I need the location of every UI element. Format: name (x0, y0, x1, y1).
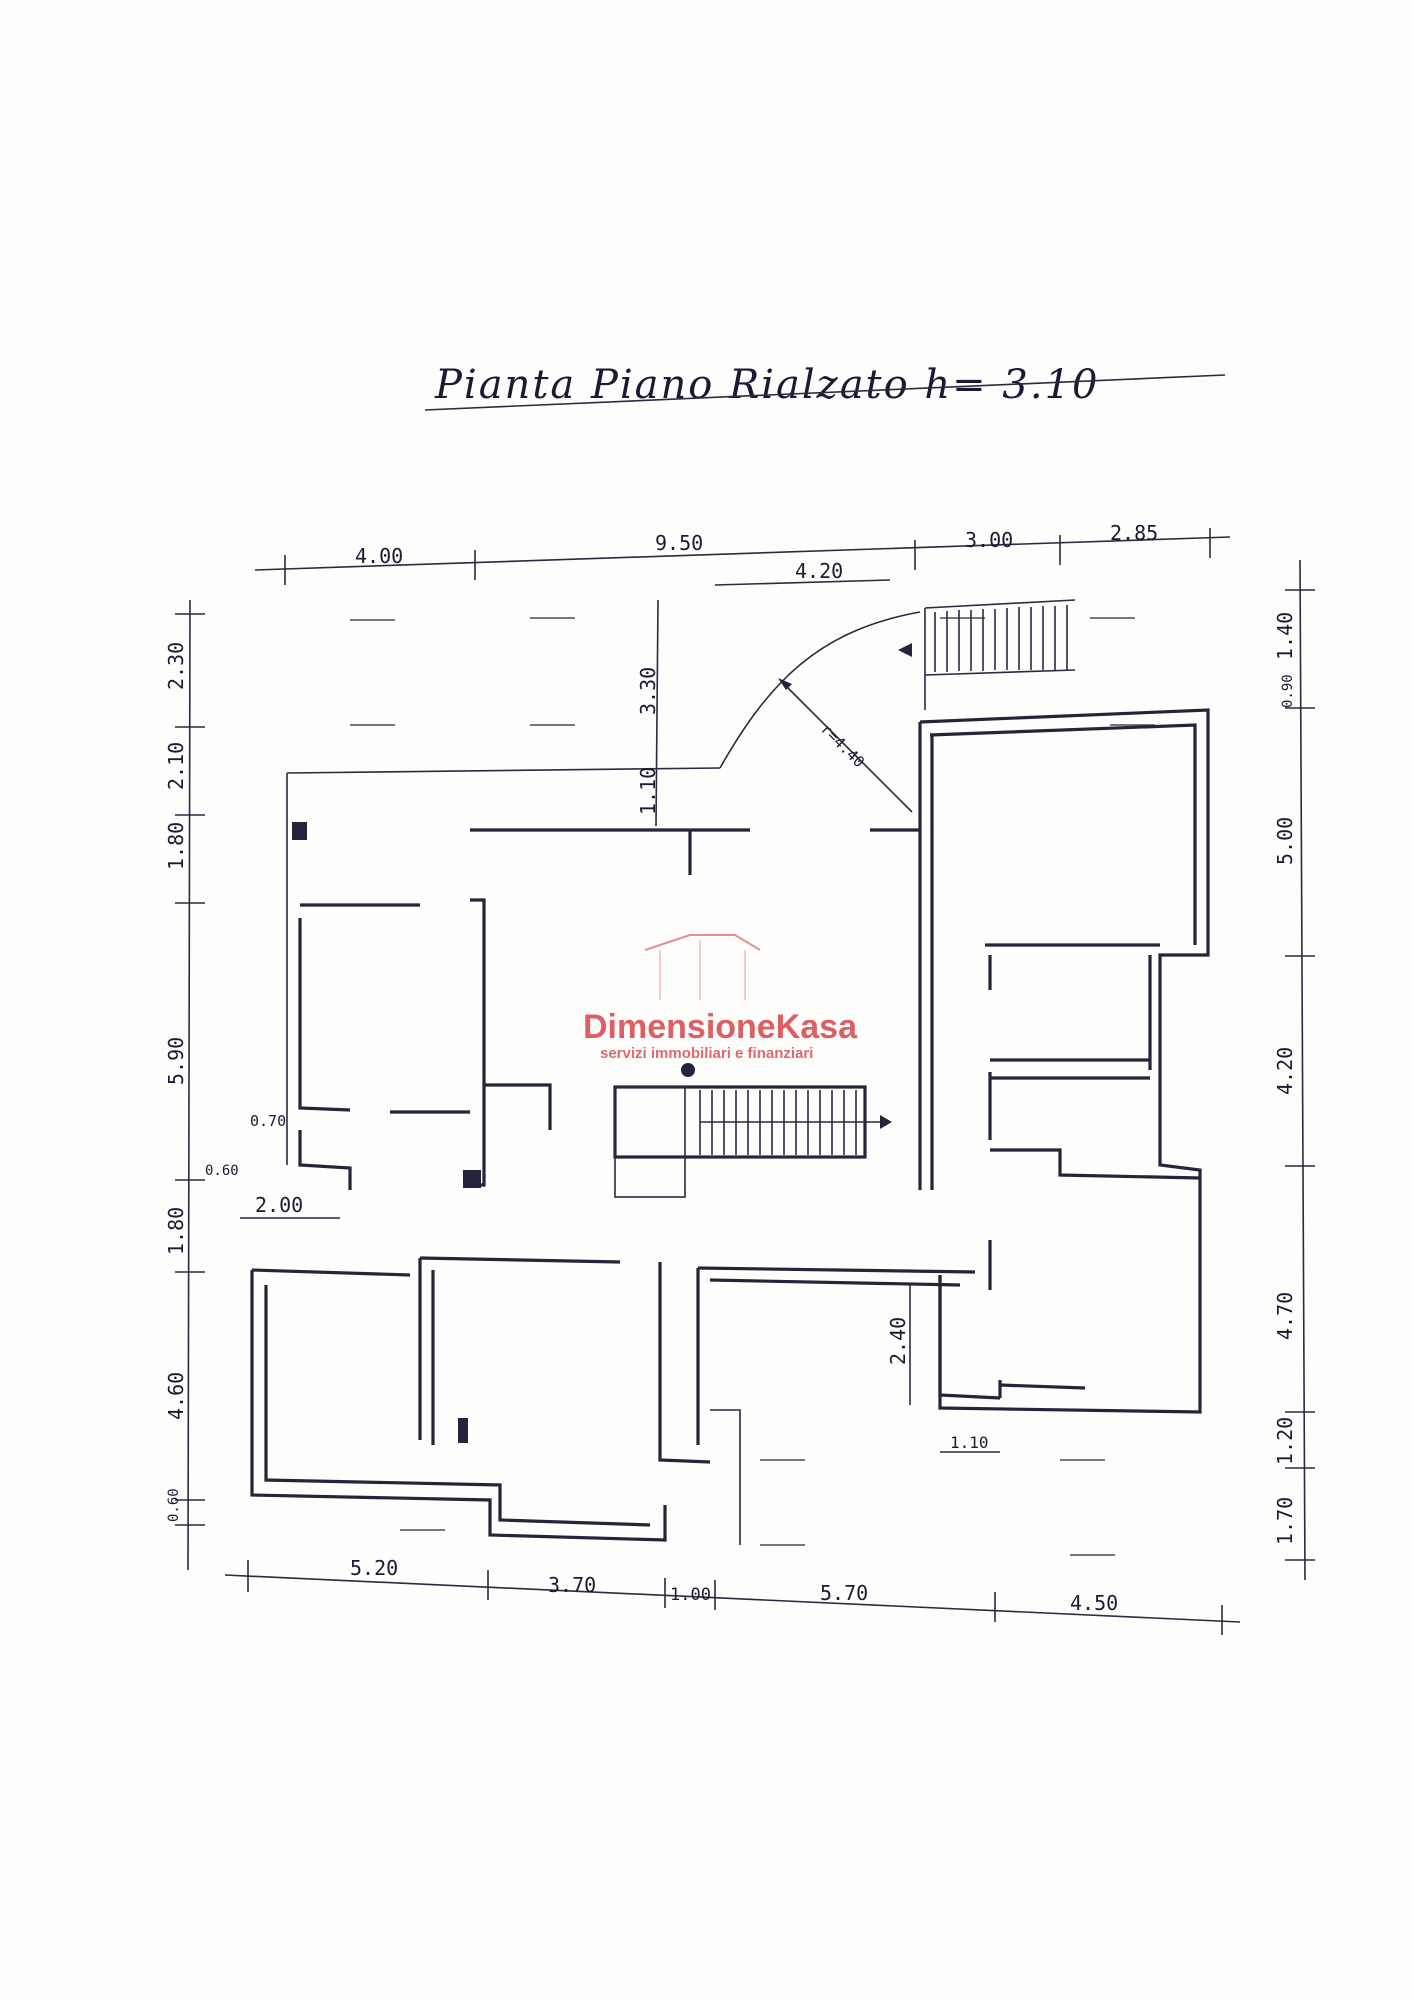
dim-left-1: 2.30 (164, 642, 188, 690)
entrance-stair-treads (898, 605, 1068, 672)
radius-line (779, 679, 913, 813)
dim-inner-3: r=4.40 (817, 720, 868, 771)
dim-right-6: 1.20 (1273, 1417, 1297, 1465)
watermark-brand: DimensioneKasa (583, 1008, 858, 1046)
dim-left-4: 5.90 (164, 1037, 188, 1085)
dim-left-9: 0.60 (166, 1488, 182, 1522)
dim-top-1: 4.00 (355, 544, 403, 568)
dim-left-6: 0.60 (205, 1163, 239, 1179)
dim-left-3: 1.80 (164, 822, 188, 870)
terrace-arc (719, 611, 921, 769)
dim-left-2: 2.10 (164, 742, 188, 790)
dim-left-8: 4.60 (164, 1372, 188, 1420)
dim-inner-2: 1.10 (636, 767, 660, 815)
dim-bottom-1: 5.20 (350, 1556, 398, 1580)
pillar (463, 1170, 481, 1188)
dim-bottom-3: 1.00 (670, 1585, 711, 1605)
watermark: DimensioneKasa servizi immobiliari e fin… (583, 934, 858, 1062)
dim-bottom-5: 4.50 (1070, 1591, 1118, 1615)
dim-left-7: 1.80 (164, 1207, 188, 1255)
watermark-brand-part2: Kasa (776, 1008, 858, 1046)
ground-dashes (350, 617, 1155, 1556)
top-dimension-chain: 4.00 9.50 4.20 3.00 2.85 (254, 521, 1231, 586)
watermark-brand-part1: Dimensione (583, 1008, 776, 1046)
dim-inner-1: 3.30 (636, 667, 660, 715)
dim-inner-6: 1.10 (950, 1433, 989, 1452)
title-underline (424, 374, 1226, 411)
dim-right-3: 5.00 (1273, 817, 1297, 865)
dim-right-4: 4.20 (1273, 1047, 1297, 1095)
pillar (292, 822, 307, 840)
pillar (458, 1418, 468, 1443)
entrance-arrow-icon (898, 643, 912, 657)
stair-arrow-icon (880, 1115, 892, 1129)
dim-bottom-4: 5.70 (820, 1581, 868, 1605)
dim-top-2: 9.50 (655, 531, 703, 555)
dim-right-7: 1.70 (1273, 1497, 1297, 1545)
dim-left-5: 0.70 (250, 1112, 286, 1130)
dim-right-1: 1.40 (1273, 612, 1297, 660)
left-dimension-chain: 2.30 2.10 1.80 5.90 0.70 0.60 1.80 4.60 … (164, 599, 286, 1571)
entrance-stair (924, 599, 1076, 710)
dim-right-2: 0.90 (1280, 674, 1296, 708)
dim-right-5: 4.70 (1273, 1292, 1297, 1340)
watermark-tagline: servizi immobiliari e finanziari (600, 1045, 813, 1062)
marker-dot (681, 1063, 695, 1077)
dim-inner-4: 2.00 (255, 1193, 303, 1217)
plan-title-group: Pianta Piano Rialzato h= 3.10 (424, 362, 1226, 411)
dim-top-4: 3.00 (965, 528, 1013, 552)
central-stair (613, 1085, 892, 1198)
dim-top-5: 2.85 (1110, 521, 1158, 545)
dim-inner-5: 2.40 (886, 1317, 910, 1365)
right-dimension-chain: 1.40 0.90 5.00 4.20 4.70 1.20 1.70 (1273, 559, 1315, 1581)
dim-bottom-2: 3.70 (548, 1573, 596, 1597)
exterior-walls (250, 599, 1210, 1545)
bottom-dimension-chain: 5.20 3.70 1.00 5.70 4.50 (224, 1556, 1241, 1635)
dim-top-3: 4.20 (795, 559, 843, 583)
